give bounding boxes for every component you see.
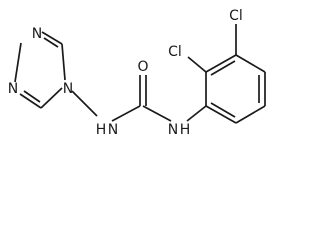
atom-label-nh-left-n: N [108,122,118,138]
atom-label-cl-top: Cl [229,8,243,24]
chlorine-bonds [187,24,237,73]
phenyl-ring [205,54,266,124]
urea-linker [71,75,207,122]
atom-label-nh-right-n: N [168,122,178,138]
structure-diagram: N N N N H O N H Cl Cl [8,8,266,138]
atom-label-n4: N [63,81,73,97]
atom-label-n2: N [8,81,18,97]
atom-label-cl-left: Cl [168,44,182,60]
atom-label-nh-right-h: H [180,122,191,138]
triazole-ring [14,31,66,109]
atom-label-nh-left-h: H [96,122,107,138]
atom-label-n1: N [32,26,42,42]
atom-label-carbonyl-o: O [137,59,148,75]
